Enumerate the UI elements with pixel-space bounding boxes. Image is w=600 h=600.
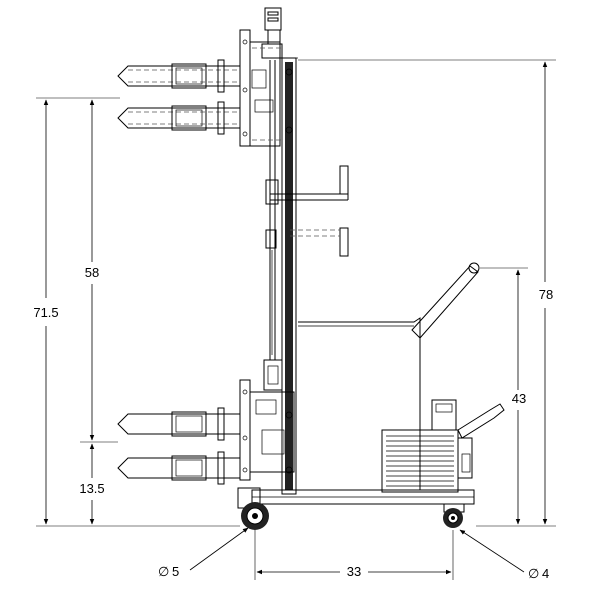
dimensions: 78 43 71.5 58 13.5	[33, 59, 556, 581]
mast	[265, 57, 298, 495]
dim-rear-wheel-label: 4	[542, 566, 549, 581]
mast-top-motor	[261, 7, 283, 59]
dim-overall-height: 78	[298, 59, 556, 527]
dim-rear-wheel-symbol: ∅	[528, 566, 539, 581]
dim-handle-height: 43	[480, 267, 528, 525]
rear-wheel	[443, 503, 465, 528]
dim-fork-travel-label: 58	[85, 265, 99, 280]
chassis-base	[237, 487, 475, 509]
upper-fork-carriage	[239, 29, 282, 147]
dim-overall-height-label: 78	[539, 287, 553, 302]
dim-fork-travel: 58	[80, 99, 118, 443]
body-housing	[298, 317, 421, 491]
machine	[117, 7, 505, 530]
dim-front-wheel: ∅ 5	[158, 527, 249, 579]
front-wheel	[241, 502, 269, 530]
lower-fork-1	[117, 407, 241, 441]
dim-front-wheel-symbol: ∅	[158, 564, 169, 579]
dim-fork-bottom-label: 13.5	[79, 481, 104, 496]
mast-handle	[270, 165, 349, 257]
dim-front-wheel-label: 5	[172, 564, 179, 579]
dim-upper-fork-height-label: 71.5	[33, 305, 58, 320]
dim-fork-bottom: 13.5	[79, 443, 105, 525]
dim-rear-wheel: ∅ 4	[459, 529, 549, 581]
dim-wheelbase-label: 33	[347, 564, 361, 579]
dim-wheelbase: 33	[254, 530, 454, 580]
brake-pedal	[457, 403, 505, 479]
dim-upper-fork-height: 71.5	[33, 97, 240, 527]
dim-handle-height-label: 43	[512, 391, 526, 406]
lower-fork-2	[117, 451, 241, 485]
tiller-handle	[411, 262, 480, 339]
upper-fork-2	[117, 101, 241, 135]
upper-fork-1	[117, 59, 241, 93]
